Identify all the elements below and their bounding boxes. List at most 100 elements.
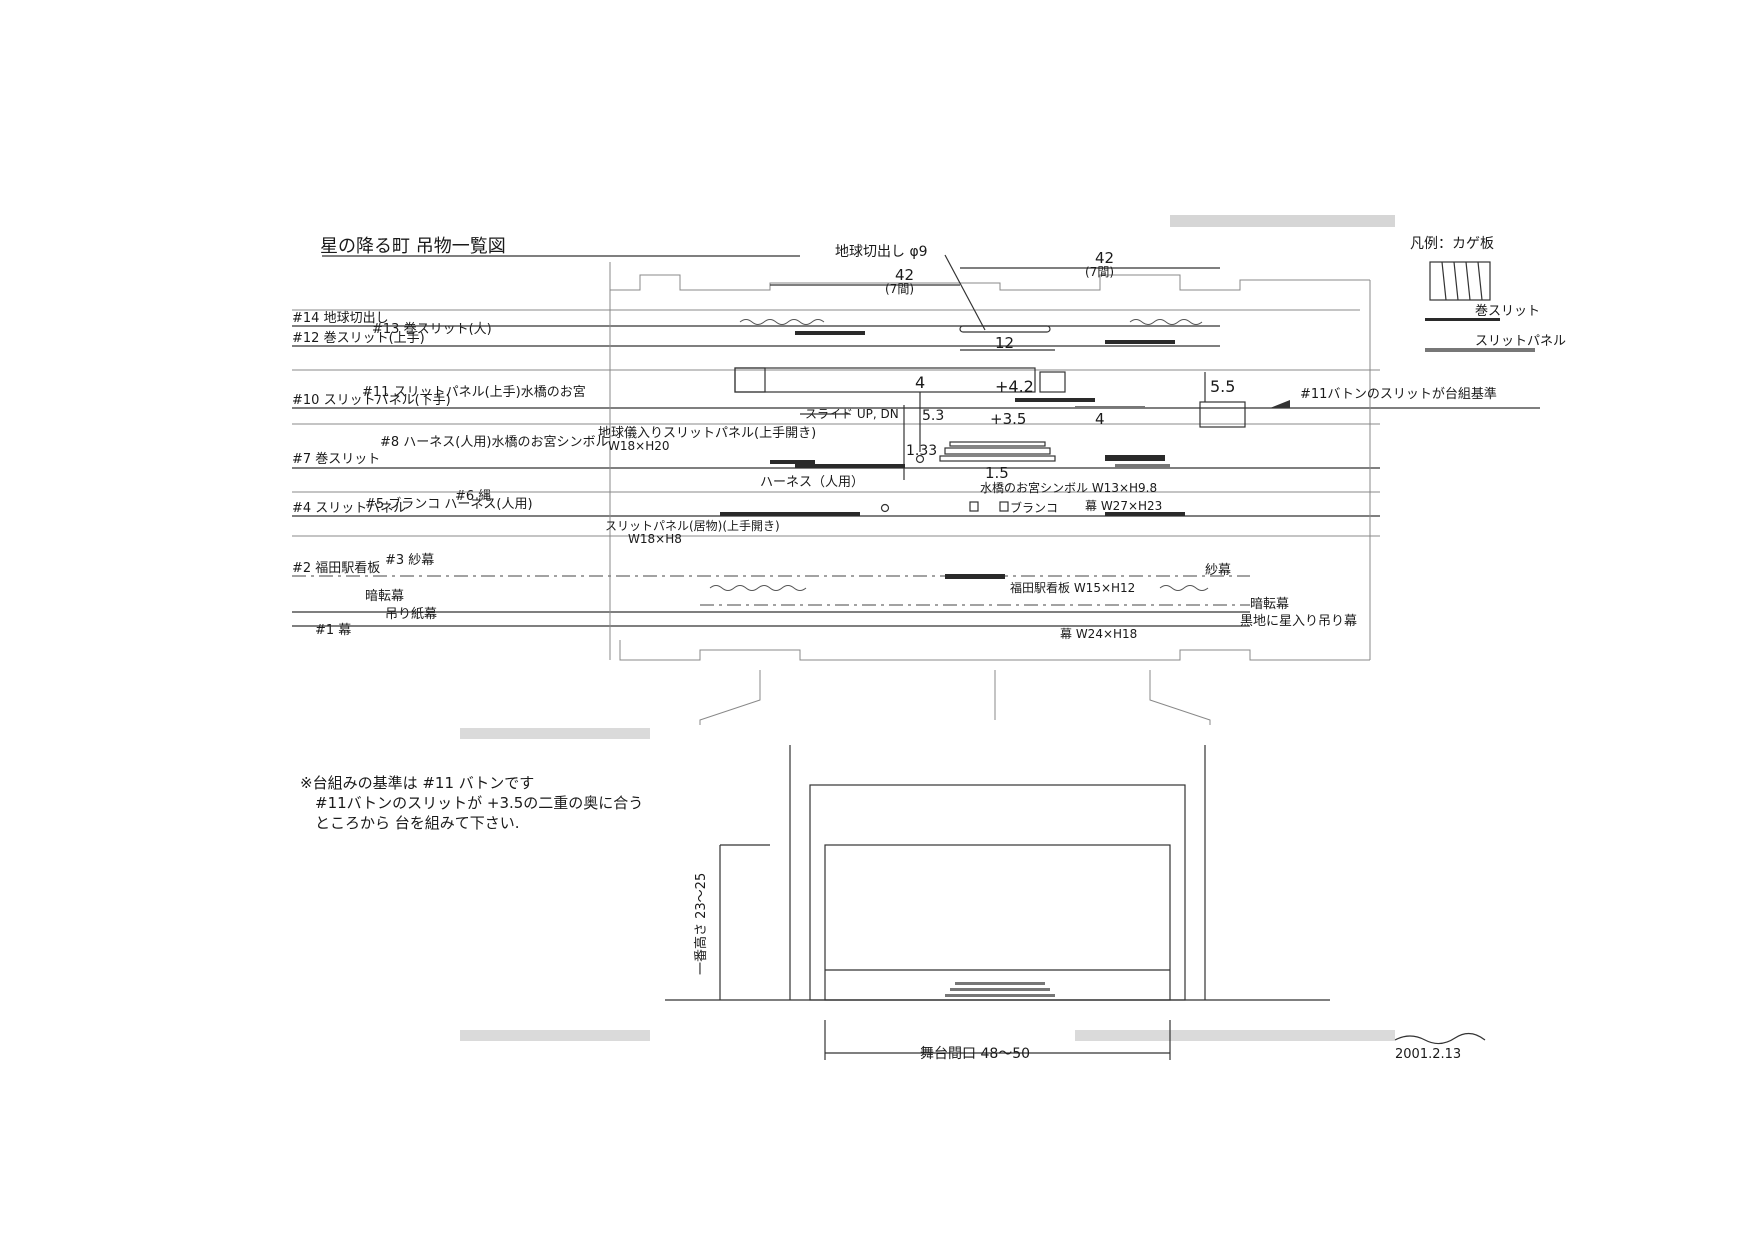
batten-label-1: #1 幕: [315, 623, 351, 638]
curtain-w24: 幕 W24×H18: [1060, 627, 1137, 641]
slit-panel-large: 地球儀入りスリットパネル(上手開き): [598, 426, 816, 441]
slit-panel-center: スリットパネル(居物)(上手開き): [605, 519, 780, 533]
slit-panel-4-right: [1105, 512, 1185, 516]
slit-panel-11-outline: [734, 367, 1036, 393]
dim-4-left: 4: [915, 373, 925, 392]
batten-label-10: #10 スリットパネル(下手): [292, 393, 451, 408]
legend-slit-panel-swatch: [1425, 348, 1535, 352]
dim-42-right: 42: [1095, 249, 1114, 267]
slit-10-right: [1075, 406, 1145, 408]
batten-label-7: #7 巻スリット: [292, 452, 380, 467]
slit-panel-11-right-hatch: [1039, 371, 1066, 393]
slide-up-dn: スライド UP, DN: [805, 407, 899, 421]
dim-4-2: +4.2: [995, 377, 1034, 396]
scenic-pieces: 12 4 +4.2 5.5 4 5.3 1.33 +3.5 1.5: [720, 325, 1246, 579]
swing-post-right: [999, 501, 1009, 512]
stage-front-edge: [619, 640, 1370, 661]
slit-7-right: [1115, 464, 1170, 468]
batten-label-1b: 吊り紙幕: [385, 607, 437, 622]
batten-label-14: #14 地球切出し: [292, 311, 389, 326]
batten-labels: #14 地球切出し #13 巻スリット(大) #12 巻スリット(上手) #11…: [292, 311, 608, 638]
legend-kage-ita-icon: [1429, 261, 1491, 301]
gauze-14-left: [739, 319, 825, 325]
mizuhara-symbol: 水橋のお宮シンボル W13×H9.8: [980, 480, 1157, 495]
grid-top-edge: [610, 274, 1370, 291]
globe-cutout: [959, 325, 1051, 333]
slit-panel-11-left-hatch: [734, 367, 766, 393]
legend-title: 凡例：カゲ板: [1410, 236, 1494, 252]
dim-42-left-sub: (7間): [885, 282, 914, 296]
dim-35: +3.5: [990, 410, 1026, 428]
harness-point-lower: [880, 503, 890, 513]
right-kuruma: 暗転幕: [1250, 597, 1289, 612]
batten-lines: [292, 309, 1540, 627]
note-line-1: ※台組みの基準は #11 バトンです: [300, 774, 534, 792]
batten-label-1a: 暗転幕: [365, 589, 404, 604]
dim-42-right-sub: (7間): [1085, 265, 1114, 279]
legend-slit-panel-label: スリットパネル: [1475, 334, 1566, 349]
title-block-top: [1170, 215, 1395, 227]
title-block-mid: [460, 728, 650, 739]
platform-base: [939, 455, 1056, 462]
slit-panel-large-size: W18×H20: [608, 439, 669, 453]
batten-label-4: #4 スリットパネル: [292, 501, 406, 516]
title-block-bottom-left: [460, 1030, 650, 1041]
batten-label-12: #12 巻スリット(上手): [292, 331, 425, 346]
diagram-title: 星の降る町 吊物一覧図: [320, 236, 506, 257]
gauze-3-left: [709, 585, 807, 591]
dim-133: 1.33: [906, 443, 937, 459]
legend-slit-label: 巻スリット: [1475, 304, 1540, 319]
curtain-w27: 幕 W27×H23: [1085, 499, 1162, 513]
drawing-date: 2001.2.13: [1395, 1047, 1461, 1062]
dim-42-left: 42: [895, 266, 914, 284]
legend-slit-swatch: [1425, 318, 1500, 321]
slit-13-left: [795, 331, 865, 335]
dim-4-right: 4: [1095, 410, 1105, 428]
slit-7-left: [795, 464, 905, 468]
fukuda-sign-label: 福田駅看板 W15×H12: [1010, 580, 1135, 595]
batten-label-2: #2 福田駅看板: [292, 560, 380, 576]
harness-person: ハーネス（人用）: [760, 475, 864, 490]
batten-label-6: #6 縄: [455, 489, 491, 504]
swing-post-left: [969, 501, 979, 512]
batten-label-5: #5 ブランコ ハーネス(人用): [365, 496, 533, 512]
apron-right: [1149, 670, 1211, 725]
dim-53: 5.3: [922, 408, 944, 424]
batten-label-8: #8 ハーネス(人用)水橋のお宮シンボル: [380, 434, 608, 450]
gauze-14-right: [1129, 319, 1203, 325]
harness-point-upper: [915, 454, 925, 464]
title-block-bottom-right: [1075, 1030, 1395, 1041]
slit-8-right: [1105, 455, 1165, 461]
basis-arrow: [1270, 400, 1290, 408]
slit-panel-center-size: W18×H8: [628, 532, 682, 546]
dim-12: 12: [995, 334, 1014, 352]
stage-height-label: 一番高さ 23〜25: [693, 873, 709, 975]
signature-scribble: [1394, 1032, 1486, 1045]
batten-label-3: #3 紗幕: [385, 553, 434, 568]
swing-label: ブランコ: [1010, 500, 1058, 515]
center-annotations: スライド UP, DN #11バトンのスリットが台組基準 地球儀入りスリットパネ…: [598, 386, 1497, 641]
fukuda-station-sign: [945, 574, 1005, 579]
proscenium-front-view: [665, 745, 1330, 1060]
basis-right: #11バトンのスリットが台組基準: [1300, 386, 1497, 402]
batten-label-11: #11 スリットパネル(上手)水橋のお宮: [362, 384, 586, 400]
slit-panel-10: [1015, 398, 1095, 402]
globe-cut-label: 地球切出し φ9: [835, 244, 928, 260]
note-line-3: ところから 台を組みて下さい.: [315, 814, 520, 832]
gauze-right-label: 紗幕: [1205, 563, 1231, 578]
dim-15: 1.5: [985, 464, 1009, 482]
platform-top: [949, 441, 1046, 447]
slit-12-right: [1105, 340, 1175, 344]
dim-55: 5.5: [1210, 377, 1235, 396]
gauze-3-right: [1159, 585, 1209, 591]
apron-left: [699, 670, 761, 725]
globe-cut-leader: [944, 254, 986, 331]
stage-right-kage: [1199, 401, 1246, 428]
platform-mid: [944, 447, 1051, 455]
slit-panel-4-left: [720, 512, 860, 516]
right-backdrop: 黒地に星入り吊り幕: [1240, 614, 1357, 629]
slit-8-left: [770, 460, 815, 464]
note-line-2: #11バトンのスリットが +3.5の二重の奥に合う: [315, 794, 643, 812]
proscenium-width-label: 舞台間口 48〜50: [920, 1046, 1030, 1062]
